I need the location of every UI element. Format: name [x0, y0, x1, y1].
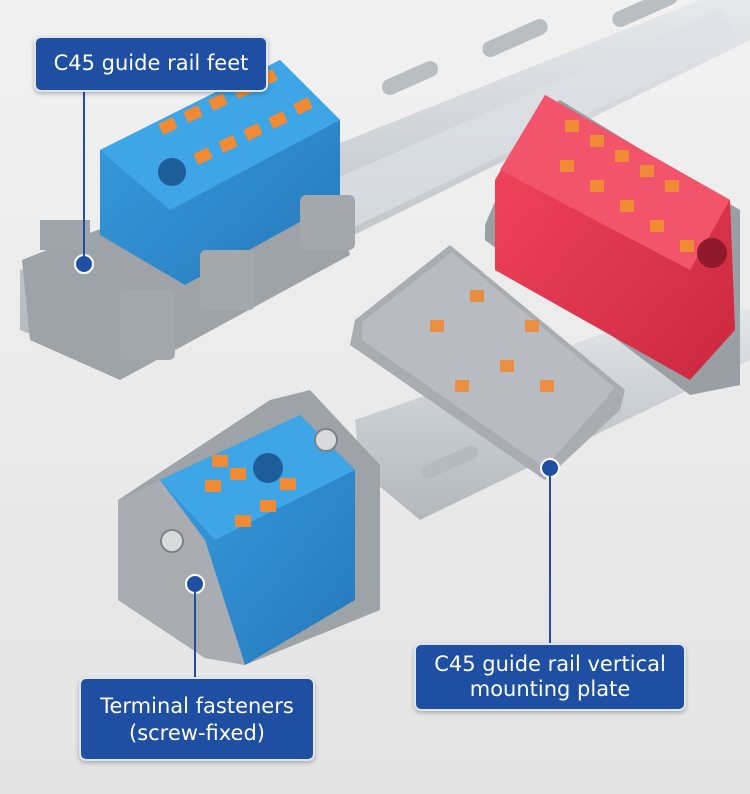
callout-rail-feet: C45 guide rail feet — [34, 36, 268, 92]
screw-icon — [160, 529, 184, 553]
callout-fasteners-line2: (screw-fixed) — [129, 721, 265, 745]
leader-lines — [83, 88, 551, 677]
blue-block-with-fasteners — [118, 390, 380, 665]
callout-fasteners-line1: Terminal fasteners — [100, 694, 294, 718]
blue-distribution-block-top — [22, 60, 355, 380]
red-distribution-block — [485, 95, 740, 395]
callout-mounting-plate-line2: mounting plate — [469, 677, 631, 701]
callout-fasteners: Terminal fasteners (screw-fixed) — [79, 677, 315, 761]
callout-rail-feet-text: C45 guide rail feet — [53, 51, 249, 75]
mounting-plate — [350, 245, 625, 480]
callout-mounting-plate: C45 guide rail vertical mounting plate — [414, 643, 686, 711]
screw-icon — [314, 428, 338, 452]
callout-mounting-plate-line1: C45 guide rail vertical — [434, 652, 666, 676]
